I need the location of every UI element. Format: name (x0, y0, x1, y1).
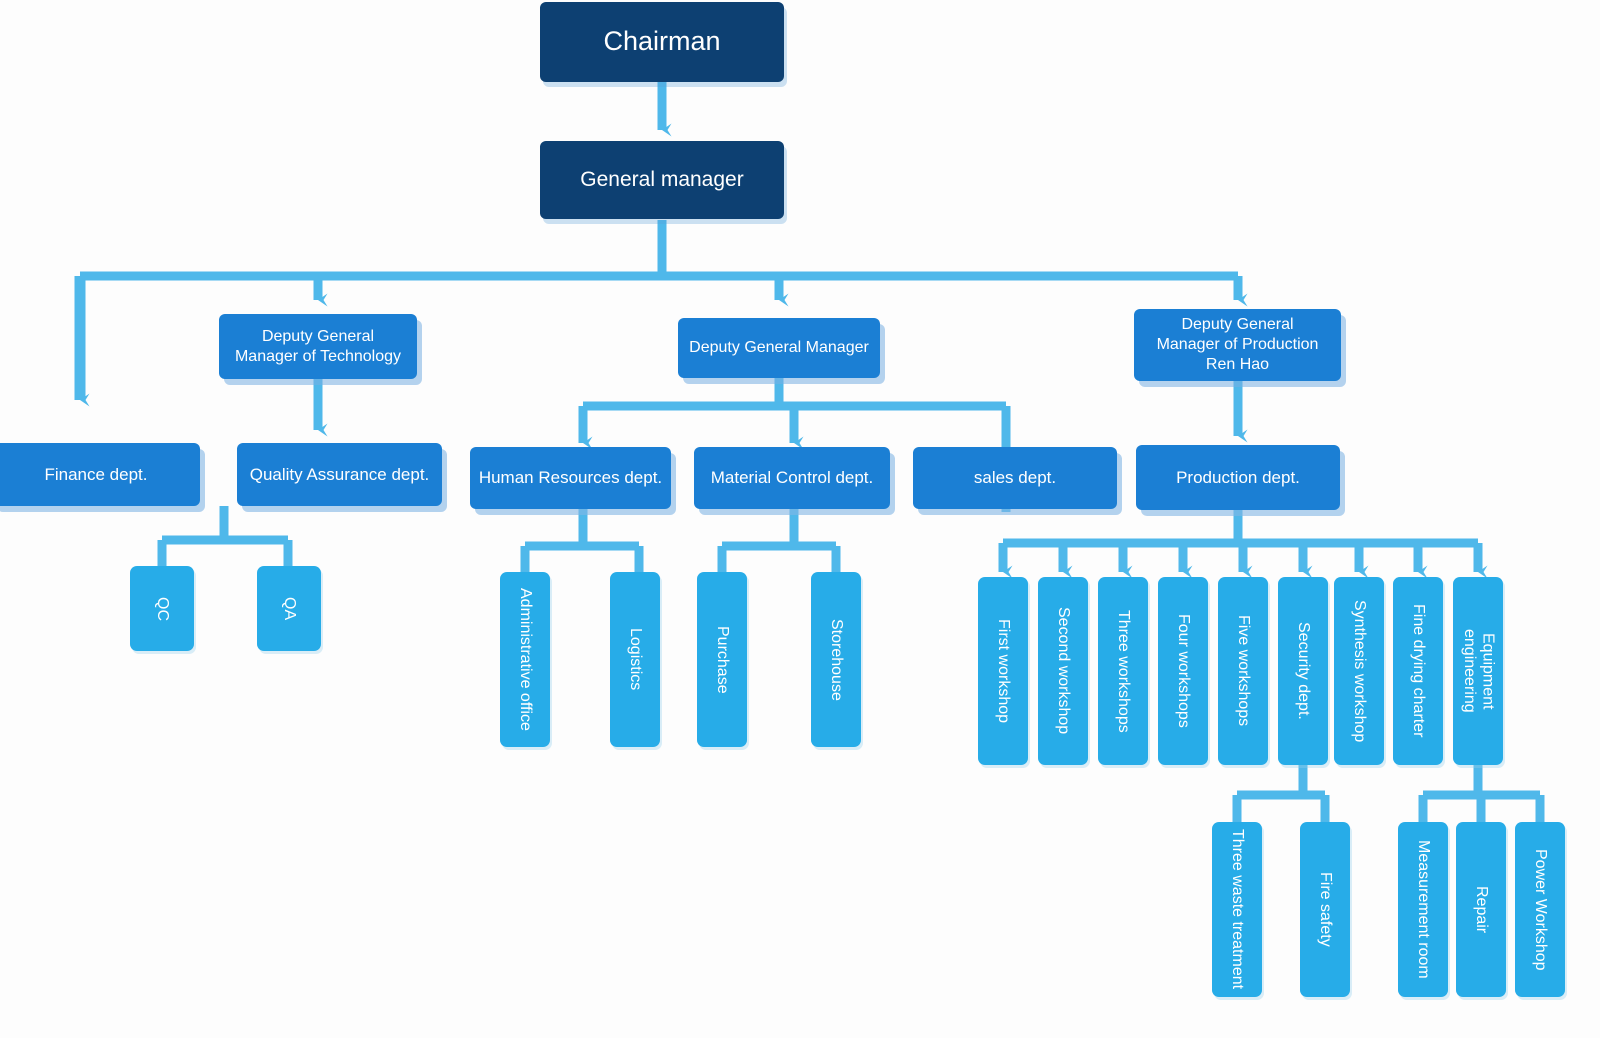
node-material-control-dept[interactable]: Material Control dept. (694, 447, 890, 509)
node-human-resources-dept-label: Human Resources dept. (478, 468, 663, 488)
node-first-workshop[interactable]: First workshop (978, 577, 1028, 765)
node-fire-safety[interactable]: Fire safety (1300, 822, 1350, 997)
node-administrative-office[interactable]: Administrative office (500, 572, 550, 747)
node-sales-dept[interactable]: sales dept. (913, 447, 1117, 509)
node-repair[interactable]: Repair (1456, 822, 1506, 997)
node-sales-dept-label: sales dept. (973, 468, 1057, 488)
node-fine-drying-charter[interactable]: Fine drying charter (1393, 577, 1443, 765)
node-second-workshop-label: Second workshop (1055, 607, 1073, 735)
node-general-manager[interactable]: General manager (540, 141, 784, 219)
node-production-dept[interactable]: Production dept. (1136, 445, 1340, 510)
node-finance-dept-label: Finance dept. (44, 464, 148, 484)
node-equipment-engineering[interactable]: Equipment engineering (1453, 577, 1503, 765)
node-three-workshops[interactable]: Three workshops (1098, 577, 1148, 765)
node-four-workshops-label: Four workshops (1175, 614, 1193, 728)
node-deputy-production[interactable]: Deputy General Manager of Production Ren… (1134, 309, 1341, 381)
node-power-workshop[interactable]: Power Workshop (1515, 822, 1565, 997)
node-human-resources-dept[interactable]: Human Resources dept. (470, 447, 671, 509)
node-security-dept[interactable]: Security dept. (1278, 577, 1328, 765)
node-deputy-general[interactable]: Deputy General Manager (678, 318, 880, 378)
node-measurement-room[interactable]: Measurement room (1398, 822, 1448, 997)
node-five-workshops-label: Five workshops (1235, 615, 1253, 727)
node-administrative-office-label: Administrative office (517, 588, 535, 731)
node-finance-dept[interactable]: Finance dept. (0, 443, 200, 506)
node-deputy-general-label: Deputy General Manager (689, 339, 869, 356)
node-qa[interactable]: QA (257, 566, 321, 651)
node-power-workshop-label: Power Workshop (1532, 848, 1550, 971)
node-three-workshops-label: Three workshops (1115, 609, 1133, 733)
node-quality-assurance-dept-label: Quality Assurance dept. (249, 464, 430, 484)
node-logistics-label: Logistics (627, 628, 645, 691)
node-purchase-label: Purchase (714, 625, 732, 694)
node-qc[interactable]: QC (130, 566, 194, 651)
node-deputy-technology-label-line1: Deputy General (261, 327, 375, 345)
node-storehouse[interactable]: Storehouse (811, 572, 861, 747)
node-qc-label: QC (154, 596, 172, 621)
node-security-dept-label: Security dept. (1295, 622, 1313, 720)
node-deputy-technology[interactable]: Deputy General Manager of Technology (219, 314, 417, 379)
node-production-dept-label: Production dept. (1176, 467, 1300, 487)
node-material-control-dept-label: Material Control dept. (710, 468, 874, 488)
node-first-workshop-label: First workshop (995, 618, 1013, 724)
node-quality-assurance-dept[interactable]: Quality Assurance dept. (237, 443, 442, 506)
node-four-workshops[interactable]: Four workshops (1158, 577, 1208, 765)
node-synthesis-workshop-label: Synthesis workshop (1351, 599, 1369, 743)
node-second-workshop[interactable]: Second workshop (1038, 577, 1088, 765)
node-logistics[interactable]: Logistics (610, 572, 660, 747)
node-synthesis-workshop[interactable]: Synthesis workshop (1334, 577, 1384, 765)
node-purchase[interactable]: Purchase (697, 572, 747, 747)
node-deputy-technology-label-line2: Manager of Technology (234, 347, 402, 365)
node-qa-label: QA (281, 596, 299, 621)
node-deputy-production-label-line2: Manager of Production (1156, 336, 1319, 353)
node-measurement-room-label: Measurement room (1415, 840, 1433, 979)
node-deputy-production-label-line3: Ren Hao (1205, 356, 1270, 373)
node-fine-drying-charter-label: Fine drying charter (1410, 604, 1428, 738)
node-deputy-production-label-line1: Deputy General (1181, 316, 1294, 333)
node-general-manager-label: General manager (580, 167, 744, 191)
node-chairman[interactable]: Chairman (540, 2, 784, 82)
node-five-workshops[interactable]: Five workshops (1218, 577, 1268, 765)
node-fire-safety-label: Fire safety (1317, 872, 1335, 947)
node-repair-label: Repair (1473, 885, 1491, 934)
node-equipment-engineering-label-line2: engineering (1461, 629, 1478, 713)
node-equipment-engineering-label-line1: Equipment (1479, 632, 1497, 710)
node-three-waste-treatment[interactable]: Three waste treatment (1212, 822, 1262, 997)
node-storehouse-label: Storehouse (828, 618, 846, 701)
node-chairman-label: Chairman (603, 26, 721, 57)
node-three-waste-treatment-label: Three waste treatment (1229, 829, 1247, 990)
